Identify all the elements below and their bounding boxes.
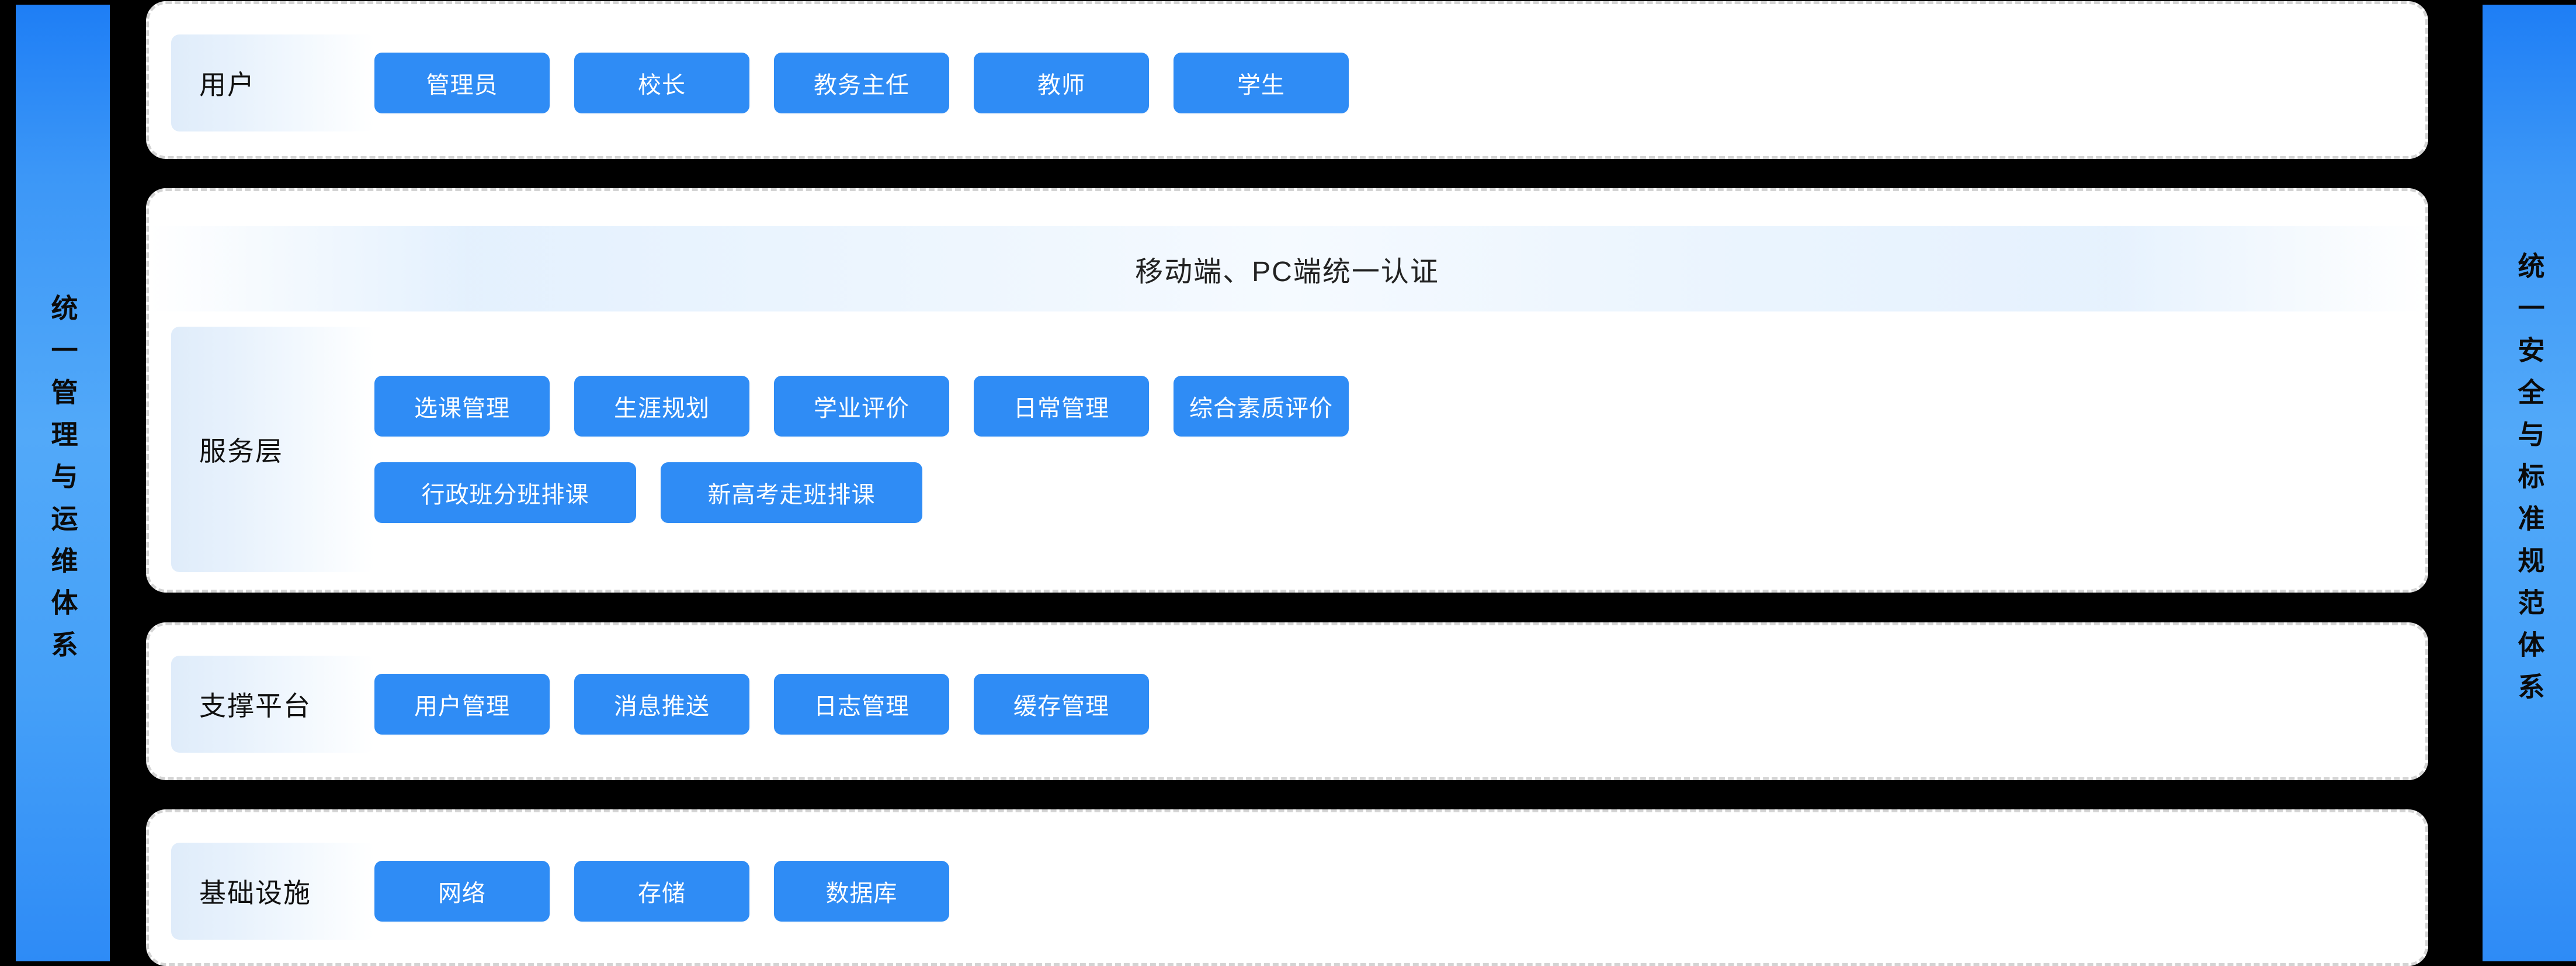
layer-card-service: 移动端、PC端统一认证 服务层 选课管理 生涯规划 学业评价 [146, 188, 2428, 593]
layer-card-support: 支撑平台 用户管理 消息推送 日志管理 缓存管理 [146, 622, 2428, 780]
node-student[interactable]: 学生 [1174, 53, 1349, 113]
node-slot: 教师 [974, 53, 1149, 113]
node-gaokao-mobile-class-scheduling[interactable]: 新高考走班排课 [661, 462, 922, 523]
layer-items-users: 管理员 校长 教务主任 教师 学生 [374, 34, 2425, 131]
node-academic-evaluation[interactable]: 学业评价 [774, 376, 949, 437]
node-slot: 学生 [1174, 53, 1349, 113]
unified-auth-banner: 移动端、PC端统一认证 [149, 226, 2425, 311]
left-vertical-band: 统一管理与运维体系 [16, 5, 110, 961]
node-message-push[interactable]: 消息推送 [574, 674, 749, 735]
item-line: 行政班分班排课 新高考走班排课 [374, 462, 2425, 523]
node-network[interactable]: 网络 [374, 861, 550, 922]
node-database[interactable]: 数据库 [774, 861, 949, 922]
layer-label-support-text: 支撑平台 [199, 691, 311, 721]
node-slot: 学业评价 [774, 376, 949, 437]
layer-row-infrastructure: 基础设施 网络 存储 数据库 [149, 843, 2425, 940]
right-band-label: 统一安全与标准规范体系 [2514, 251, 2545, 715]
node-storage[interactable]: 存储 [574, 861, 749, 922]
item-line: 网络 存储 数据库 [374, 861, 2425, 922]
layer-card-infrastructure: 基础设施 网络 存储 数据库 [146, 809, 2428, 966]
layer-label-infrastructure-text: 基础设施 [199, 878, 311, 908]
node-slot: 日志管理 [774, 674, 949, 735]
node-slot: 生涯规划 [574, 376, 749, 437]
node-slot: 行政班分班排课 [374, 462, 636, 523]
node-slot: 综合素质评价 [1174, 376, 1349, 437]
node-slot: 消息推送 [574, 674, 749, 735]
node-admin[interactable]: 管理员 [374, 53, 550, 113]
left-band-label: 统一管理与运维体系 [47, 293, 78, 673]
layer-items-infrastructure: 网络 存储 数据库 [374, 843, 2425, 940]
node-slot: 缓存管理 [974, 674, 1149, 735]
layer-label-service: 服务层 [171, 327, 374, 572]
node-slot: 校长 [574, 53, 749, 113]
node-slot: 网络 [374, 861, 550, 922]
node-user-management[interactable]: 用户管理 [374, 674, 550, 735]
node-academic-director[interactable]: 教务主任 [774, 53, 949, 113]
node-daily-management[interactable]: 日常管理 [974, 376, 1149, 437]
layer-label-service-text: 服务层 [199, 436, 283, 466]
node-course-selection[interactable]: 选课管理 [374, 376, 550, 437]
node-slot: 新高考走班排课 [661, 462, 922, 523]
layer-label-support: 支撑平台 [171, 656, 374, 753]
node-slot: 用户管理 [374, 674, 550, 735]
node-slot: 选课管理 [374, 376, 550, 437]
item-line: 用户管理 消息推送 日志管理 缓存管理 [374, 674, 2425, 735]
item-line: 选课管理 生涯规划 学业评价 日常管理 综合素质评价 [374, 376, 2425, 437]
node-admin-class-scheduling[interactable]: 行政班分班排课 [374, 462, 636, 523]
node-comprehensive-quality-evaluation[interactable]: 综合素质评价 [1174, 376, 1349, 437]
node-cache-management[interactable]: 缓存管理 [974, 674, 1149, 735]
node-career-planning[interactable]: 生涯规划 [574, 376, 749, 437]
node-log-management[interactable]: 日志管理 [774, 674, 949, 735]
node-slot: 教务主任 [774, 53, 949, 113]
layer-row-support: 支撑平台 用户管理 消息推送 日志管理 缓存管理 [149, 656, 2425, 753]
layer-label-users-text: 用户 [199, 70, 255, 100]
layer-items-service: 选课管理 生涯规划 学业评价 日常管理 综合素质评价 [374, 327, 2425, 572]
node-teacher[interactable]: 教师 [974, 53, 1149, 113]
node-slot: 存储 [574, 861, 749, 922]
node-principal[interactable]: 校长 [574, 53, 749, 113]
layer-row-users: 用户 管理员 校长 教务主任 教师 [149, 34, 2425, 131]
layer-row-service: 服务层 选课管理 生涯规划 学业评价 日常管理 [149, 327, 2425, 572]
right-vertical-band: 统一安全与标准规范体系 [2483, 5, 2576, 961]
node-slot: 管理员 [374, 53, 550, 113]
layer-items-support: 用户管理 消息推送 日志管理 缓存管理 [374, 656, 2425, 753]
layer-stack: 用户 管理员 校长 教务主任 教师 [146, 1, 2428, 966]
unified-auth-banner-text: 移动端、PC端统一认证 [1135, 257, 1439, 288]
node-slot: 数据库 [774, 861, 949, 922]
item-line: 管理员 校长 教务主任 教师 学生 [374, 53, 2425, 113]
layer-label-users: 用户 [171, 34, 374, 131]
layer-label-infrastructure: 基础设施 [171, 843, 374, 940]
layer-card-users: 用户 管理员 校长 教务主任 教师 [146, 1, 2428, 159]
node-slot: 日常管理 [974, 376, 1149, 437]
